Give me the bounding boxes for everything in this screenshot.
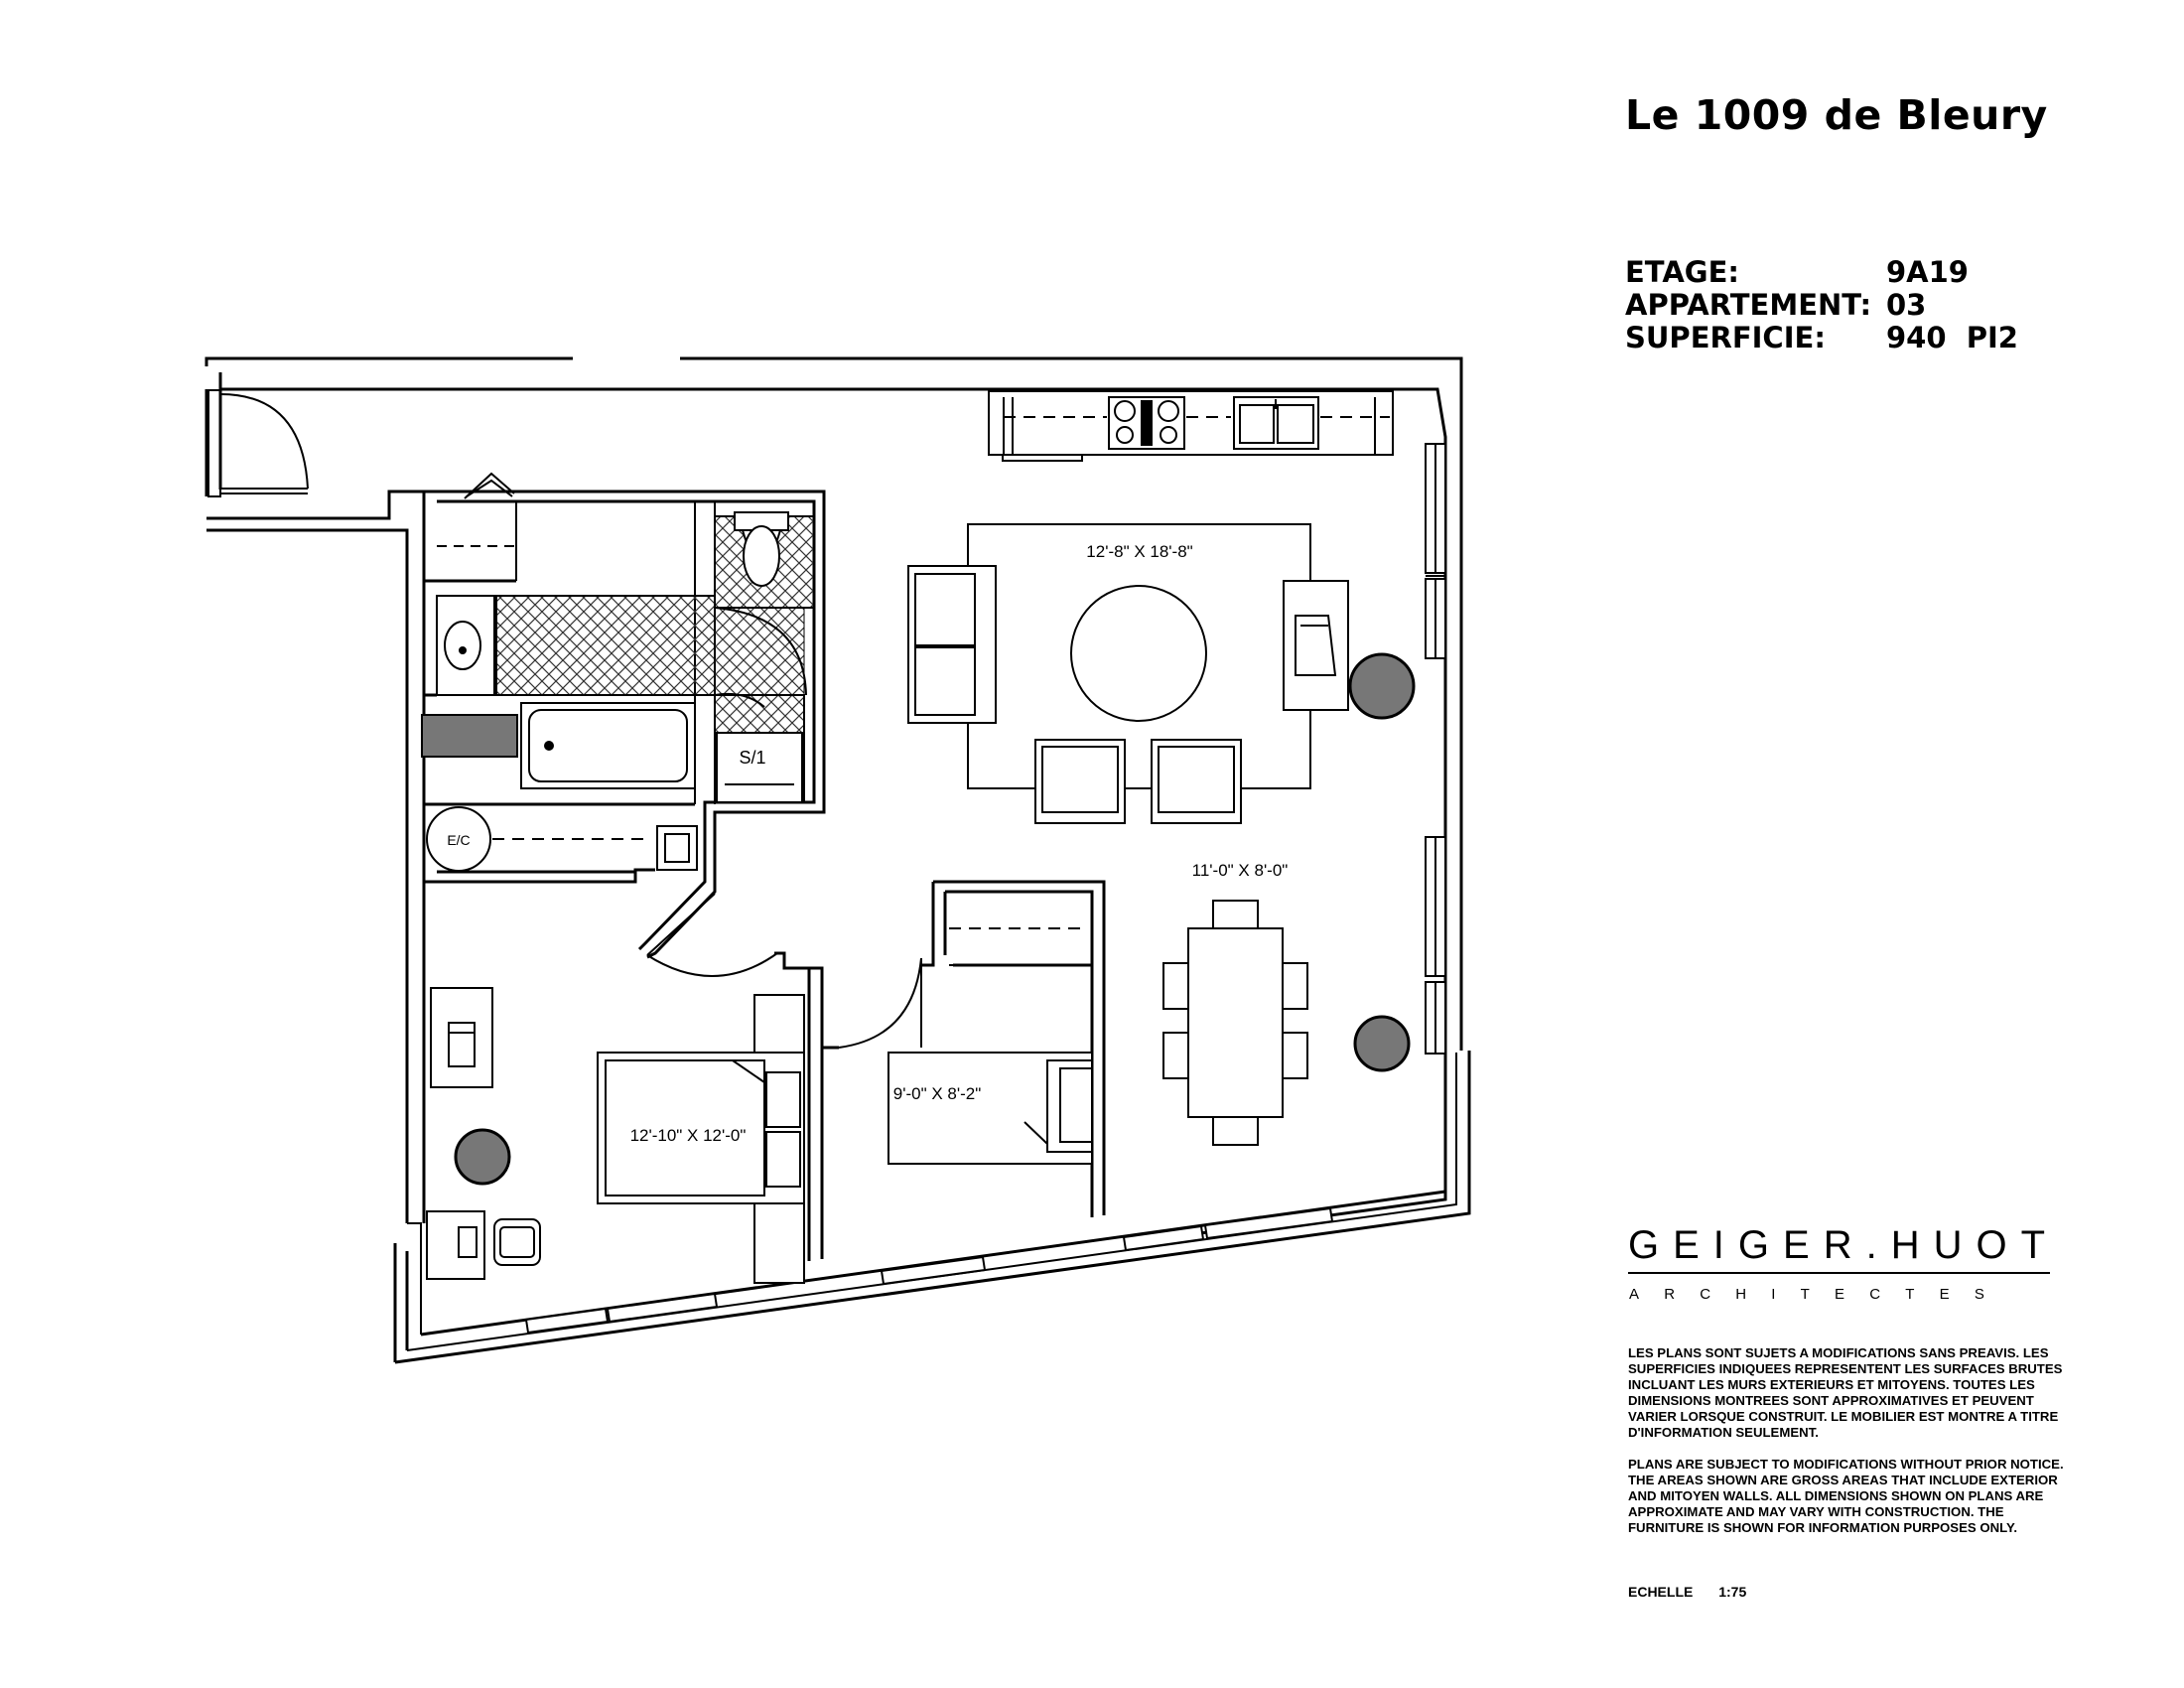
apartment-value: 03 — [1886, 288, 1927, 322]
dining-dimension: 11'-0" X 8'-0" — [1192, 861, 1289, 880]
living-room-dimension: 12'-8" X 18'-8" — [1086, 542, 1192, 561]
kitchen-counter — [988, 390, 1394, 462]
bathroom-column — [421, 714, 518, 758]
second-bedroom-dimension: 9'-0" X 8'-2" — [893, 1084, 982, 1103]
master-bedroom-door — [646, 893, 778, 977]
scale-label: ECHELLE — [1628, 1584, 1694, 1600]
disclaimer-french: LES PLANS SONT SUJETS A MODIFICATIONS SA… — [1628, 1345, 2063, 1440]
round-coffee-table — [1070, 585, 1207, 722]
disclaimer-english: PLANS ARE SUBJECT TO MODIFICATIONS WITHO… — [1628, 1457, 2064, 1535]
area-value: 940 PI2 — [1886, 321, 2018, 354]
floor-row: ETAGE: 9A19 — [1625, 255, 1969, 289]
area-row: SUPERFICIE: 940 PI2 — [1625, 321, 2018, 354]
armchairs — [1034, 739, 1242, 824]
firm-name: GEIGER.HUOT — [1628, 1223, 2060, 1267]
sofa — [907, 565, 997, 724]
firm-divider — [1628, 1272, 2050, 1274]
project-title: Le 1009 de Bleury — [1625, 91, 2048, 139]
second-bedroom-closet — [949, 927, 1088, 966]
second-bedroom-walls — [921, 880, 1106, 1217]
vanity-sink — [436, 595, 495, 696]
fireplace-unit — [1283, 580, 1349, 711]
right-windows — [1425, 443, 1446, 1055]
second-bed — [887, 1052, 1093, 1165]
master-bed — [597, 994, 805, 1284]
bedroom-corridor-walls — [637, 872, 839, 1261]
second-bedroom-door — [838, 957, 922, 1049]
bathroom-door — [714, 607, 807, 708]
storage-label: S/1 — [739, 748, 765, 768]
entry-closet — [437, 472, 517, 581]
master-bedroom-dimension: 12'-10" X 12'-0" — [630, 1126, 747, 1145]
apartment-row: APPARTEMENT: 03 — [1625, 288, 1926, 322]
apartment-label: APPARTEMENT: — [1625, 288, 1872, 322]
kitchen-sink — [1233, 396, 1319, 450]
cooktop — [1108, 396, 1185, 450]
water-heater-label: E/C — [447, 832, 470, 848]
floor-value: 9A19 — [1886, 255, 1969, 289]
toilet — [734, 511, 789, 587]
scale-note: ECHELLE 1:75 — [1628, 1584, 1746, 1600]
bottom-exterior-wall — [394, 1051, 1471, 1364]
area-label: SUPERFICIE: — [1625, 321, 1826, 354]
unit-info: ETAGE: 9A19 APPARTEMENT: 03 SUPERFICIE: … — [1625, 255, 2018, 354]
scale-value: 1:75 — [1718, 1584, 1747, 1600]
desk — [426, 1210, 541, 1280]
bathtub — [520, 702, 696, 789]
dining-table — [1162, 900, 1308, 1146]
bottom-windows — [524, 1206, 1334, 1335]
disclaimer-notes: LES PLANS SONT SUJETS A MODIFICATIONS SA… — [1628, 1345, 2075, 1552]
master-closet — [430, 987, 493, 1088]
entry-door — [207, 389, 309, 497]
firm-subtitle: ARCHITECTES — [1629, 1286, 2010, 1303]
floor-label: ETAGE: — [1625, 255, 1739, 289]
storage-closet: S/1 — [716, 732, 803, 803]
water-heater: E/C — [426, 806, 698, 872]
structural-columns — [454, 652, 1416, 1186]
